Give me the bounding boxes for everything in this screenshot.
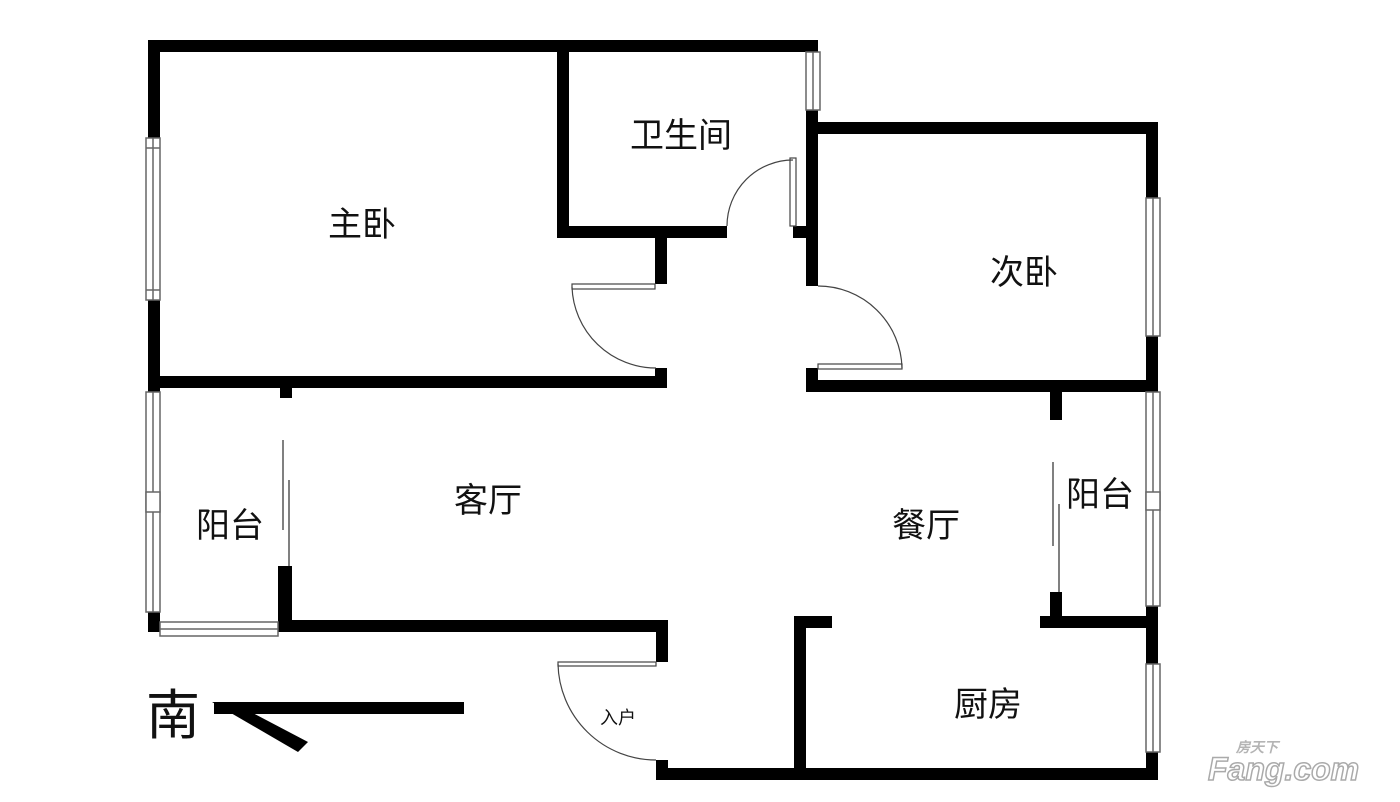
door-bathroom bbox=[726, 157, 797, 227]
door-second-bedroom bbox=[817, 285, 903, 370]
wall-master-bottom-end bbox=[655, 368, 667, 388]
wall-bath-right-a bbox=[806, 110, 818, 238]
sliding-doors bbox=[282, 440, 1060, 592]
walls bbox=[148, 40, 1158, 780]
wall-second-bottom bbox=[806, 380, 1158, 392]
label-second-bedroom: 次卧 bbox=[990, 253, 1058, 293]
compass: 南 bbox=[146, 684, 464, 752]
wall-kitchen-left bbox=[794, 616, 806, 780]
door-master-bedroom bbox=[571, 283, 657, 369]
windows bbox=[145, 51, 1161, 753]
south-label: 南 bbox=[146, 684, 200, 747]
wall-left-b bbox=[148, 300, 160, 392]
arrow-icon bbox=[212, 702, 464, 752]
watermark-cn: 房天下 bbox=[1235, 739, 1281, 755]
wall-entry-bottom bbox=[656, 760, 668, 780]
wall-left-c bbox=[148, 612, 160, 632]
label-balcony-east: 阳台 bbox=[1066, 475, 1134, 515]
wall-living-bottom bbox=[278, 620, 668, 632]
wall-master-bottom bbox=[148, 376, 667, 388]
label-bathroom: 卫生间 bbox=[630, 116, 732, 156]
wall-second-bottom-end bbox=[806, 368, 818, 392]
wall-bath-right-top bbox=[806, 40, 818, 52]
wall-second-right-a bbox=[1146, 122, 1158, 198]
wall-balcony-east-bottom-stub bbox=[1050, 592, 1062, 622]
wall-bath-left bbox=[557, 40, 569, 238]
wall-second-top bbox=[806, 122, 1158, 134]
door-entrance bbox=[557, 661, 657, 761]
wall-entry-left bbox=[656, 620, 668, 662]
room-labels: 主卧 卫生间 次卧 客厅 餐厅 阳台 阳台 厨房 入户 bbox=[196, 116, 1134, 729]
label-balcony-west: 阳台 bbox=[196, 506, 264, 546]
wall-kitchen-top bbox=[794, 616, 832, 628]
wall-balcony-east-stub bbox=[1050, 390, 1062, 420]
wall-east-right-a bbox=[1146, 606, 1158, 664]
wall-second-left bbox=[806, 226, 818, 286]
wall-second-right-b bbox=[1146, 336, 1158, 392]
wall-balcony-stub bbox=[280, 386, 292, 398]
label-kitchen: 厨房 bbox=[954, 685, 1022, 725]
wall-balcony-east-bottom bbox=[1040, 616, 1158, 628]
watermark: 房天下 Fang.com bbox=[1207, 739, 1360, 788]
label-entrance: 入户 bbox=[600, 708, 636, 729]
wall-master-stub bbox=[655, 238, 667, 284]
wall-bath-bottom bbox=[557, 226, 727, 238]
wall-balcony-west-divider bbox=[278, 566, 292, 632]
wall-left-a bbox=[148, 40, 160, 138]
label-master-bedroom: 主卧 bbox=[328, 205, 396, 245]
swing-doors bbox=[557, 157, 903, 761]
wall-east-right-b bbox=[1146, 752, 1158, 780]
label-living-room: 客厅 bbox=[454, 481, 522, 521]
wall-bottom bbox=[656, 768, 1158, 780]
watermark-en: Fang.com bbox=[1208, 751, 1359, 787]
wall-top-left bbox=[148, 40, 816, 52]
label-dining-room: 餐厅 bbox=[892, 506, 960, 546]
